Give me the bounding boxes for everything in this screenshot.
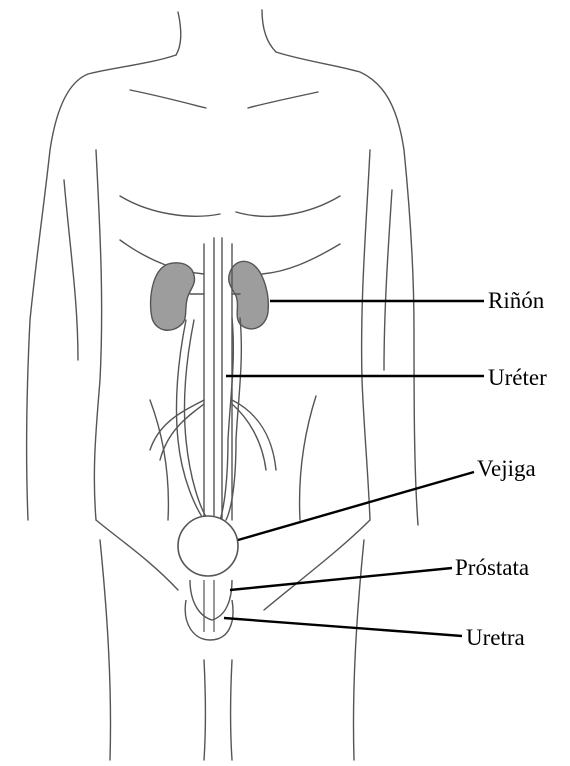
left-kidney: [151, 263, 195, 330]
urethra-shape: [204, 580, 214, 632]
right-inner-arm: [384, 190, 392, 370]
left-leg-outer: [100, 540, 111, 760]
label-vejiga: Vejiga: [477, 457, 536, 480]
label-ureter: Uréter: [488, 366, 547, 389]
left-inner-arm: [64, 180, 78, 360]
neck-right-line: [262, 10, 276, 52]
right-shoulder-arm: [276, 52, 418, 525]
left-torso-side: [94, 150, 101, 520]
left-groin-line: [96, 520, 178, 590]
left-ureter: [176, 320, 204, 520]
right-kidney: [229, 261, 269, 329]
neck-left-line: [176, 12, 181, 55]
right-collarbone: [248, 92, 318, 108]
left-leg-inner: [204, 660, 206, 760]
genital-outline: [185, 600, 233, 640]
label-rinon: Riñón: [488, 289, 544, 312]
left-collarbone: [130, 90, 206, 108]
leader-line-prostata: [230, 568, 452, 590]
label-uretra: Uretra: [466, 626, 525, 649]
right-torso-side: [362, 150, 370, 520]
right-abdomen-line: [300, 396, 316, 520]
leader-line-uretra: [224, 618, 462, 636]
kidneys: [151, 261, 269, 330]
left-abdomen-line: [150, 400, 168, 520]
left-pectoral: [120, 196, 220, 216]
leader-line-vejiga: [238, 472, 474, 540]
bladder-shape: [178, 516, 238, 576]
label-prostata: Próstata: [455, 556, 529, 579]
right-pectoral: [236, 196, 340, 216]
leader-lines: [224, 301, 484, 636]
right-groin-line: [264, 520, 370, 610]
right-leg-outer: [353, 540, 364, 760]
right-leg-inner: [231, 660, 233, 760]
right-ribcage: [262, 244, 340, 274]
prostate-shape: [190, 580, 232, 620]
